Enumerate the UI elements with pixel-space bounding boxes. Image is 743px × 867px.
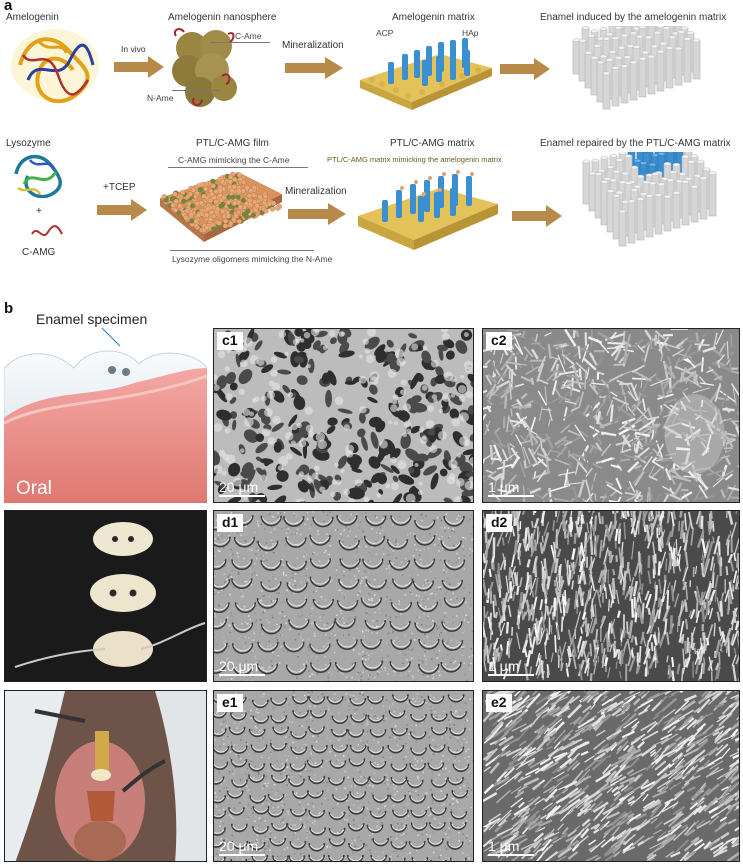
label-mineralization-2: Mineralization bbox=[285, 186, 347, 197]
arrow-right-icon bbox=[97, 199, 147, 221]
label-enamel-induced: Enamel induced by the amelogenin matrix bbox=[540, 12, 727, 23]
label-hap: HAp bbox=[462, 28, 479, 38]
label-nanosphere: Amelogenin nanosphere bbox=[168, 12, 277, 23]
label-plus: + bbox=[36, 206, 42, 217]
enamel-specimen-photo bbox=[4, 510, 207, 682]
scale-bar: 20 μm bbox=[219, 659, 265, 676]
scale-label: 1 μm bbox=[488, 838, 520, 854]
label-c-ame: C-Ame bbox=[235, 31, 262, 41]
leader-line bbox=[210, 42, 270, 43]
enamel-repaired-image bbox=[582, 152, 717, 247]
enamel-rods-image bbox=[572, 26, 701, 110]
leader-line bbox=[101, 327, 121, 347]
leader-line bbox=[168, 167, 308, 168]
label-mineralization: Mineralization bbox=[282, 40, 344, 51]
scale-label: 20 μm bbox=[219, 658, 259, 674]
arrow-right-icon bbox=[512, 205, 562, 227]
c-amg-peptide-image bbox=[31, 225, 63, 237]
label-amelogenin: Amelogenin bbox=[6, 12, 59, 23]
scale-bar: 1 μm bbox=[488, 839, 534, 856]
scale-bar: 20 μm bbox=[219, 480, 265, 497]
label-tcep: +TCEP bbox=[103, 182, 136, 193]
ptl-matrix-image bbox=[358, 170, 498, 250]
lysozyme-protein-image bbox=[14, 154, 62, 198]
sem-tag: c1 bbox=[217, 332, 243, 351]
amelogenin-protein-image bbox=[11, 29, 99, 104]
amelogenin-matrix-image bbox=[360, 38, 492, 110]
label-in-vivo: In vivo bbox=[121, 44, 146, 54]
oral-illustration bbox=[4, 328, 207, 503]
arrow-right-icon bbox=[285, 57, 343, 79]
scale-label: 1 μm bbox=[488, 479, 520, 495]
arrow-right-icon bbox=[288, 203, 346, 225]
label-c-amg: C-AMG bbox=[22, 247, 56, 258]
nanosphere-image bbox=[172, 28, 237, 107]
label-matrix-note: PTL/C-AMG matrix mimicking the amelogeni… bbox=[327, 155, 502, 164]
sem-panel-d2: d2 1 μm bbox=[482, 510, 740, 682]
label-amelogenin-matrix: Amelogenin matrix bbox=[392, 12, 475, 23]
scale-label: 1 μm bbox=[488, 658, 520, 674]
scale-label: 20 μm bbox=[219, 479, 259, 495]
sem-tag: c2 bbox=[486, 332, 512, 351]
sem-panel-c2: c2 1 μm bbox=[482, 328, 740, 503]
panel-letter-a: a bbox=[4, 0, 13, 14]
ptl-film-image bbox=[160, 171, 282, 242]
sem-panel-e2: e2 1 μm bbox=[482, 690, 740, 862]
arrow-right-icon bbox=[500, 58, 550, 80]
leader-line bbox=[172, 90, 220, 91]
sem-panel-e1: e1 20 μm bbox=[213, 690, 474, 862]
leader-line bbox=[170, 250, 314, 251]
label-ptl-film: PTL/C-AMG film bbox=[196, 138, 269, 149]
label-n-ame: N-Ame bbox=[147, 93, 174, 103]
scale-bar: 20 μm bbox=[219, 839, 265, 856]
sem-tag: e2 bbox=[486, 694, 512, 713]
label-acp: ACP bbox=[376, 28, 394, 38]
sem-panel-c1: c1 20 μm bbox=[213, 328, 474, 503]
label-ptl-matrix: PTL/C-AMG matrix bbox=[390, 138, 475, 149]
sem-tag: d2 bbox=[486, 514, 513, 533]
label-enamel-specimen: Enamel specimen bbox=[36, 311, 148, 327]
label-film-top-note: C-AMG mimicking the C-Ame bbox=[178, 155, 290, 165]
label-enamel-repaired: Enamel repaired by the PTL/C-AMG matrix bbox=[540, 138, 731, 149]
sem-tag: d1 bbox=[217, 514, 244, 533]
scale-bar: 1 μm bbox=[488, 480, 534, 497]
sem-panel-d1: d1 20 μm bbox=[213, 510, 474, 682]
panel-letter-b: b bbox=[4, 300, 14, 317]
scale-bar: 1 μm bbox=[488, 659, 534, 676]
rat-oral-photo bbox=[4, 690, 207, 862]
sem-tag: e1 bbox=[217, 694, 243, 713]
label-film-bottom-note: Lysozyme oligomers mimicking the N-Ame bbox=[172, 254, 333, 264]
label-lysozyme: Lysozyme bbox=[6, 138, 51, 149]
scale-label: 20 μm bbox=[219, 838, 259, 854]
arrow-right-icon bbox=[114, 56, 164, 78]
label-oral: Oral bbox=[16, 478, 52, 499]
